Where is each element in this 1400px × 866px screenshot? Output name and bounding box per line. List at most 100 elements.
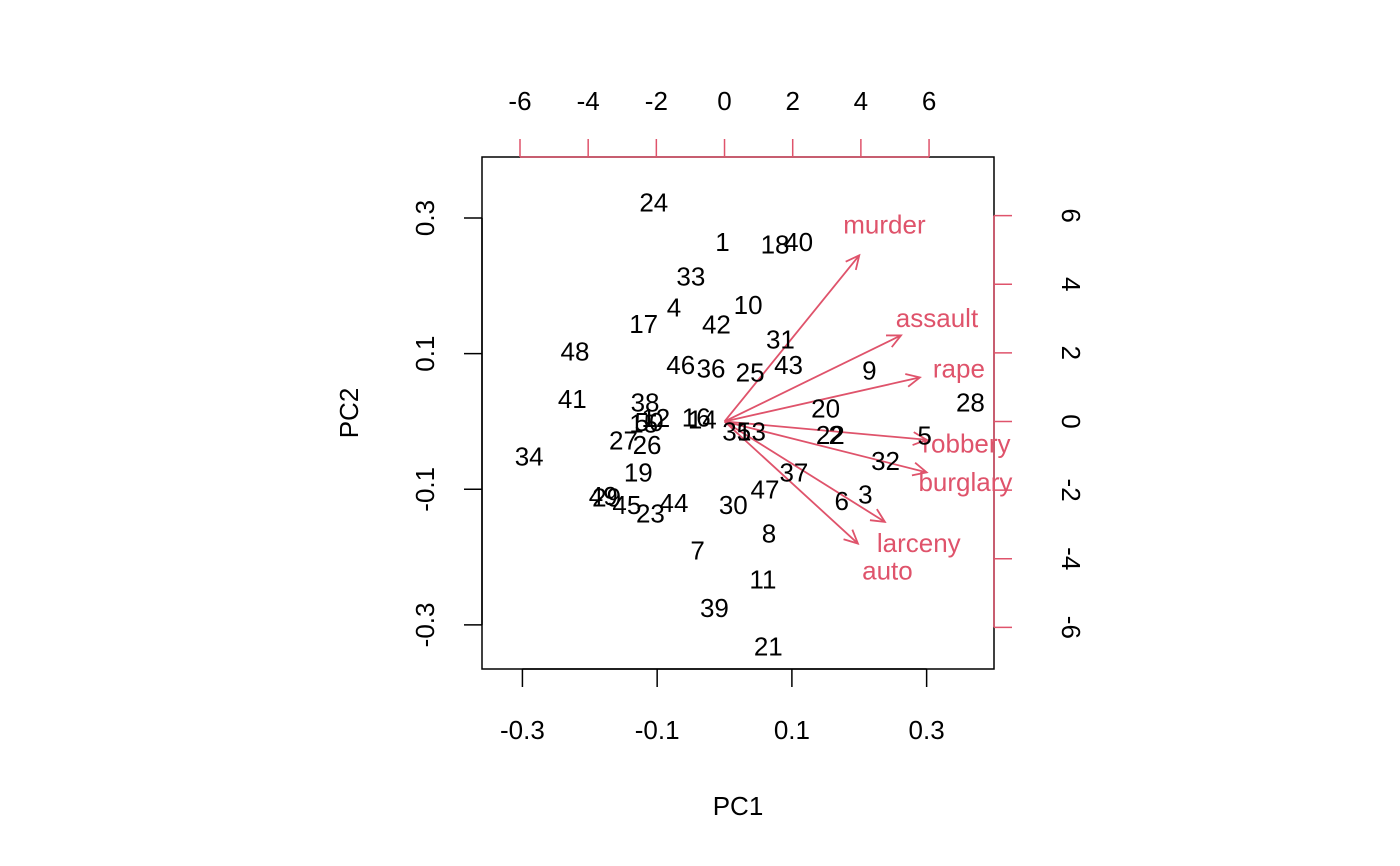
left-tick-label: 0.1 (410, 336, 440, 372)
right-tick-label: 6 (1056, 208, 1086, 222)
right-tick-label: -4 (1056, 547, 1086, 570)
point-label: 28 (956, 387, 985, 417)
arrowhead-robbery (912, 431, 929, 446)
point-label: 4 (667, 293, 681, 323)
point-label: 30 (719, 490, 748, 520)
arrowhead-assault (886, 334, 903, 348)
point-label: 27 (609, 425, 638, 455)
point-label: 23 (636, 499, 665, 529)
point-label: 13 (737, 417, 766, 447)
right-axis: -6 -4 -2 0 2 4 6 (993, 208, 1086, 639)
point-label: 49 (589, 481, 618, 511)
point-label: 43 (774, 350, 803, 380)
point-label: 10 (734, 290, 763, 320)
point-label: 22 (816, 420, 845, 450)
point-label: 15 (629, 409, 658, 439)
point-label: 17 (629, 309, 658, 339)
point-label: 6 (835, 486, 849, 516)
point-label: 40 (784, 227, 813, 257)
point-label: 35 (722, 417, 751, 447)
right-tick-label: -2 (1056, 479, 1086, 502)
arrow-larceny (724, 420, 886, 523)
top-tick-label: -6 (508, 86, 531, 116)
variable-arrows: murder assault rape robbery burglary larcenya… (723, 209, 1012, 586)
point-label: 31 (766, 324, 795, 354)
point-label: 46 (666, 350, 695, 380)
arrowhead-burglary (911, 462, 929, 477)
top-tick-label: 2 (785, 86, 799, 116)
point-label: 47 (750, 474, 779, 504)
point-label: 33 (676, 261, 705, 291)
variable-label-burglary: burglary (918, 467, 1012, 497)
left-tick-label: -0.1 (410, 467, 440, 512)
arrow-robbery (724, 420, 927, 441)
bottom-tick-label: 0.3 (909, 715, 945, 745)
top-tick-label: -2 (645, 86, 668, 116)
arrow-burglary (724, 420, 927, 474)
arrow-rape (724, 376, 921, 423)
right-tick-label: 2 (1056, 346, 1086, 360)
top-tick-label: 4 (854, 86, 868, 116)
point-label: 7 (690, 535, 704, 565)
point-label: 11 (749, 564, 776, 594)
arrow-murder (723, 254, 860, 423)
top-tick-label: 6 (922, 86, 936, 116)
y-axis-title: PC2 (334, 388, 364, 439)
point-label: 50 (635, 407, 664, 437)
left-tick-label: -0.3 (410, 603, 440, 648)
point-label: 14 (688, 404, 717, 434)
variable-label-murder: murder (843, 209, 926, 239)
right-tick-label: 4 (1056, 277, 1086, 291)
right-tick-label: -6 (1056, 616, 1086, 639)
top-tick-label: 0 (717, 86, 731, 116)
point-label: 41 (558, 384, 587, 414)
point-label: 5 (917, 421, 931, 451)
point-label: 48 (561, 337, 590, 367)
arrowhead-auto (843, 529, 860, 545)
point-label: 32 (871, 446, 900, 476)
bottom-tick-label: -0.3 (500, 715, 545, 745)
bottom-tick-label: -0.1 (635, 715, 680, 745)
point-label: 20 (811, 394, 840, 424)
arrow-auto (723, 420, 859, 545)
point-label: 19 (624, 457, 653, 487)
bottom-axis: -0.3 -0.1 0.1 0.3 (500, 668, 945, 745)
point-label: 39 (700, 593, 729, 623)
point-label: 18 (761, 229, 790, 259)
left-tick-label: 0.3 (410, 200, 440, 236)
point-label: 26 (633, 430, 662, 460)
point-label: 21 (754, 632, 783, 662)
point-label: 2 (828, 420, 842, 450)
arrowhead-murder (845, 253, 861, 271)
variable-label-auto: auto (862, 556, 913, 586)
top-tick-label: -4 (577, 86, 600, 116)
variable-label-rape: rape (933, 354, 985, 384)
point-label: 29 (592, 482, 621, 512)
point-label: 9 (862, 356, 876, 386)
arrowhead-larceny (869, 508, 887, 523)
point-label: 44 (660, 488, 689, 518)
point-label: 34 (515, 442, 544, 472)
point-label: 25 (736, 358, 765, 388)
right-tick-label: 0 (1056, 414, 1086, 428)
arrowhead-rape (905, 373, 922, 388)
point-label: 36 (697, 354, 726, 384)
variable-label-robbery: robbery (922, 428, 1010, 458)
point-label: 3 (858, 480, 872, 510)
variable-label-larceny: larceny (877, 528, 961, 558)
point-label: 42 (702, 310, 731, 340)
point-label: 24 (639, 187, 668, 217)
top-axis: -6 -4 -2 0 2 4 6 (508, 86, 936, 158)
point-label: 12 (641, 403, 670, 433)
point-label: 37 (779, 457, 808, 487)
variable-label-assault: assault (896, 303, 979, 333)
point-label: 1 (715, 227, 729, 257)
bottom-tick-label: 0.1 (774, 715, 810, 745)
left-axis: -0.3 -0.1 0.1 0.3 (410, 200, 483, 648)
point-label: 16 (682, 402, 711, 432)
point-label: 8 (762, 518, 776, 548)
x-axis-title: PC1 (713, 791, 764, 821)
point-label: 38 (631, 387, 660, 417)
